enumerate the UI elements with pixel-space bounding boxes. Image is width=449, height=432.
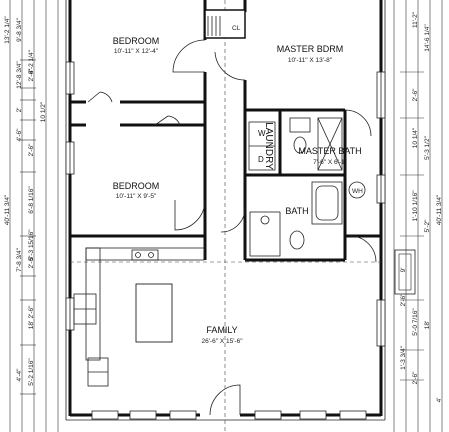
dim-right-outer-3: 5'-3 1/2": [424, 135, 431, 159]
dim-right-inner-4: 9': [400, 268, 407, 273]
master-bath-name: MASTER BATH: [298, 146, 361, 156]
dim-right-outer-2: 2'-6": [412, 88, 419, 102]
dim-left-outer-4: 2': [16, 108, 23, 113]
dryer: D: [258, 155, 264, 164]
master-bedroom-size: 10'-11" X 13'-8": [288, 57, 333, 64]
laundry-room: W D LAUNDRY: [248, 121, 276, 171]
left-dimension-lines: [9, 0, 59, 432]
bedroom-2-name: BEDROOM: [113, 181, 160, 191]
dim-right-family: 18': [424, 321, 431, 329]
windows: [65, 61, 386, 420]
dim-left-outer-1: 13'-2 1/4": [4, 16, 11, 44]
left-dimension-texts: 13'-2 1/4" 2'-6" 4'-2 1/4" 2' 4'-6" 2'-6…: [4, 16, 47, 386]
bedroom-2-size: 10'-11" X 9'-5": [116, 193, 157, 200]
kitchen: [73, 247, 205, 387]
dim-left-inner-3: 10 1/2": [40, 101, 47, 122]
dim-right-inner-7: 2'-6": [412, 371, 419, 385]
dim-right-outer-6: 4': [436, 398, 443, 403]
dim-right-total: 40'-11 3/4": [436, 194, 443, 225]
dim-left-total: 40'-11 3/4": [4, 194, 11, 225]
bath-name: BATH: [285, 206, 308, 216]
bedroom-1-name: BEDROOM: [113, 36, 160, 46]
stove: [131, 249, 159, 261]
family-room-name: FAMILY: [206, 325, 237, 335]
dim-right-outer-4: 5'-2": [424, 219, 431, 233]
dim-right-inner-3: 1'-10 1/16": [412, 190, 419, 222]
dim-left-outer-3: 4'-2 1/4": [28, 49, 35, 73]
doors: [87, 39, 377, 416]
interior-walls: [70, 0, 381, 262]
exterior-walls: [65, 0, 386, 421]
washer: W: [258, 129, 266, 138]
dim-left-outer-12: 5'-2 1/16": [28, 358, 35, 386]
dim-right-inner-6: 1'-3 3/4": [400, 345, 407, 369]
family-room-size: 26'-6" X 15'-6": [201, 338, 243, 345]
master-bath-size: 7'-6" X 6'-1": [313, 159, 348, 166]
fireplace: [394, 249, 416, 295]
water-heater: WH: [348, 181, 366, 199]
dim-left-outer-9: 5'-3 15/16": [28, 229, 35, 261]
dim-left-outer-6: 2'-6": [28, 143, 35, 157]
room-labels: BEDROOM 10'-11" X 12'-4" MASTER BDRM 10'…: [113, 36, 362, 345]
right-dimension-lines: [393, 0, 443, 432]
bath-fixtures: [249, 181, 343, 257]
water-heater-label: WH: [352, 188, 363, 195]
dim-left-inner-4: 7'-8 3/4": [16, 247, 23, 271]
dim-left-outer-8: 2'-6": [28, 255, 35, 269]
dim-left-inner-2: 12'-8 3/4": [16, 61, 23, 89]
dim-left-inner-1: 9'-8 3/4": [16, 17, 23, 41]
dim-right-inner-5: 5'-0 7/16": [412, 308, 419, 336]
dim-left-outer-10: 2'-6": [28, 305, 35, 319]
dim-left-outer-5: 4'-6": [16, 128, 23, 142]
dim-left-outer-2: 2'-6": [28, 68, 35, 82]
laundry-label: LAUNDRY: [263, 122, 274, 170]
closet-label: CL: [232, 25, 241, 32]
dim-right-inner-1: 11'-2": [412, 11, 419, 28]
dim-right-outer-1: 14'-6 1/4": [424, 24, 431, 52]
master-bath-fixtures: [289, 117, 343, 171]
dim-left-inner-5: 4'-4": [16, 368, 23, 382]
dim-right-inner-2: 10 1/4": [412, 127, 419, 148]
dim-left-outer-7: 6'-8 1/16": [28, 186, 35, 214]
master-bedroom-name: MASTER BDRM: [277, 44, 344, 54]
closet: CL: [204, 9, 246, 39]
kitchen-island: [135, 283, 173, 343]
bedroom-1-size: 10'-11" X 12'-4": [114, 48, 159, 55]
right-dimension-texts: 11'-2" 14'-6 1/4" 2'-6" 10 1/4" 5'-3 1/2…: [400, 11, 443, 402]
dim-right-outer-5: 2'-6": [400, 293, 407, 307]
dim-left-outer-11: 18': [28, 321, 35, 329]
